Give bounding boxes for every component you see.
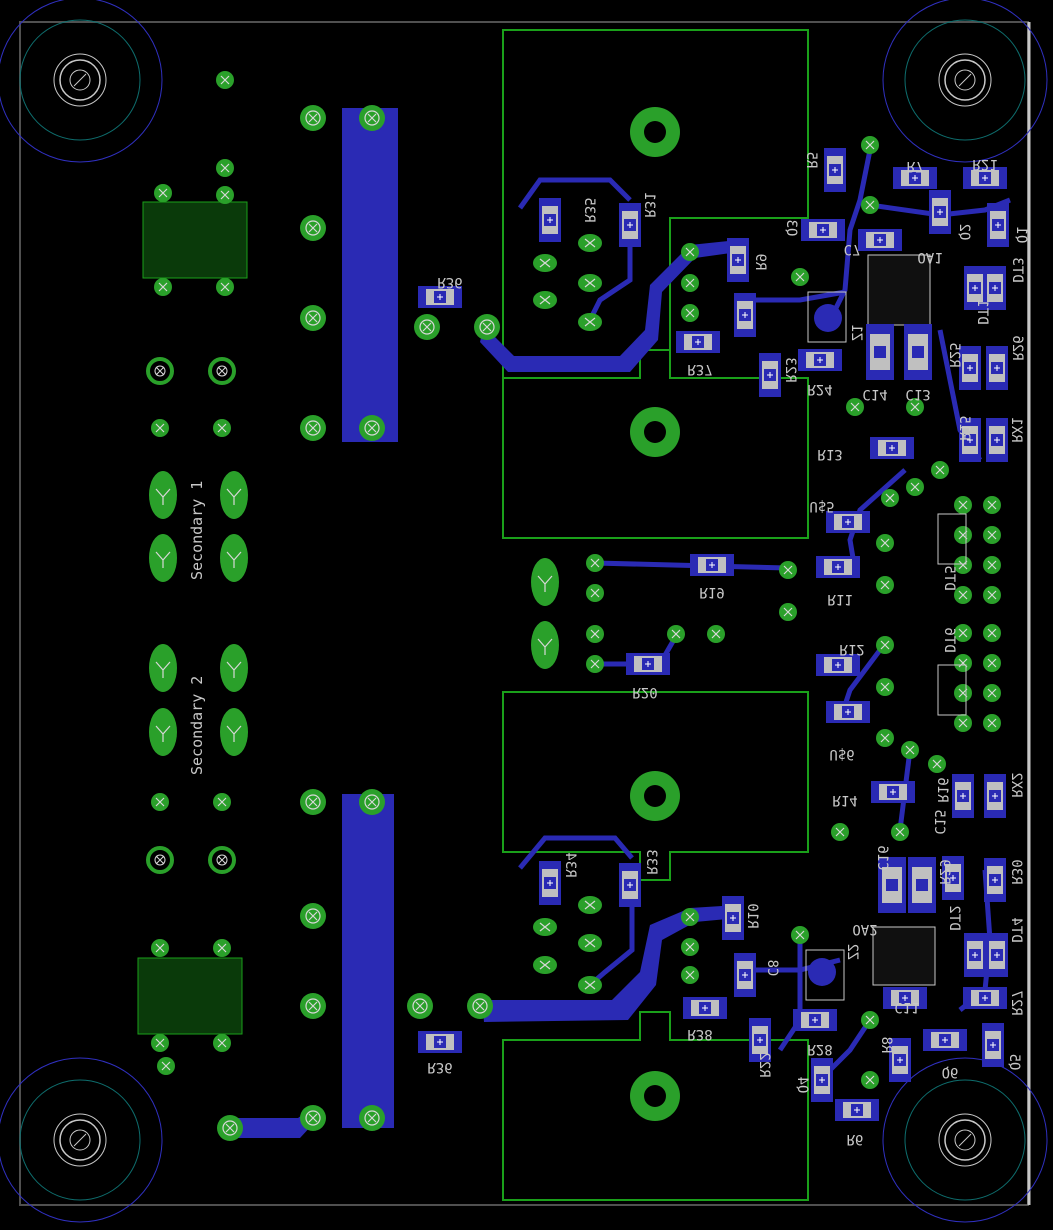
secondary2-label: Secondary 2 xyxy=(188,676,206,775)
part-label-r9: R9 xyxy=(752,254,768,271)
connector-pads xyxy=(148,470,560,757)
part-label-r13: R13 xyxy=(817,446,842,462)
part-label-r22: R22 xyxy=(756,1052,772,1077)
part-label-r14: R14 xyxy=(832,792,857,808)
part-label-dt6: DT6 xyxy=(941,627,957,652)
part-label-z2: Z2 xyxy=(844,944,860,961)
part-label-dt4: DT4 xyxy=(1008,917,1024,942)
part-label-z1: Z1 xyxy=(848,325,864,342)
mount-hole-top-left xyxy=(0,0,163,163)
part-label-dt1: DT1 xyxy=(974,299,990,324)
part-label-r10: R10 xyxy=(744,903,760,928)
transformer-footprints xyxy=(137,201,248,1035)
part-label-c7: C7 xyxy=(844,241,861,257)
part-label-r15: R15 xyxy=(956,415,972,440)
part-label-r37: R37 xyxy=(687,361,712,377)
part-label-r12: R12 xyxy=(839,641,864,657)
part-label-dt3: DT3 xyxy=(1009,257,1025,282)
part-label-us5: U$5 xyxy=(809,498,834,514)
part-label-r29: R29 xyxy=(936,859,952,884)
part-label-r36a: R36 xyxy=(437,274,462,290)
part-label-dt5: DT5 xyxy=(941,565,957,590)
part-label-r8: R8 xyxy=(878,1037,894,1054)
part-label-rx1: RX1 xyxy=(1008,417,1024,442)
connector-labels: Secondary 1 Secondary 2 xyxy=(188,481,206,775)
part-label-q2: Q2 xyxy=(956,224,972,241)
part-label-us6: U$6 xyxy=(829,746,854,762)
part-label-oa2: OA2 xyxy=(852,921,877,937)
part-label-c13: C13 xyxy=(905,386,930,402)
part-label-r33: R33 xyxy=(643,849,659,874)
part-label-oa1: OA1 xyxy=(917,249,942,265)
part-label-r21: R21 xyxy=(972,156,997,172)
secondary1-label: Secondary 1 xyxy=(188,481,206,580)
mount-hole-top-right xyxy=(882,0,1048,163)
part-label-r20: R20 xyxy=(632,684,657,700)
part-label-rx2: RX2 xyxy=(1008,772,1024,797)
part-label-r23: R23 xyxy=(782,357,798,382)
part-label-r16: R16 xyxy=(934,777,950,802)
part-label-c8: C8 xyxy=(764,960,780,977)
mount-hole-bottom-right xyxy=(882,1057,1048,1223)
part-label-r27: R27 xyxy=(1008,990,1024,1015)
part-label-r35: R35 xyxy=(581,197,597,222)
part-label-r25: R25 xyxy=(946,342,962,367)
part-label-r5: R5 xyxy=(803,152,819,169)
part-label-q4: Q4 xyxy=(794,1077,810,1094)
part-label-r24: R24 xyxy=(807,381,832,397)
part-label-c16: C16 xyxy=(874,845,890,870)
part-label-r19: R19 xyxy=(699,584,724,600)
part-label-r7: R7 xyxy=(907,158,924,174)
part-label-r36b: R36 xyxy=(427,1059,452,1075)
mount-hole-bottom-left xyxy=(0,1057,163,1223)
part-label-c15: C15 xyxy=(931,809,947,834)
part-label-r30: R30 xyxy=(1008,859,1024,884)
part-label-q6: Q6 xyxy=(942,1064,959,1080)
part-label-r11: R11 xyxy=(827,591,852,607)
part-label-q3: Q3 xyxy=(783,220,799,237)
part-label-r34: R34 xyxy=(562,852,578,877)
part-label-r26: R26 xyxy=(1009,335,1025,360)
smd-components xyxy=(417,147,1010,1122)
heatsink-outlines xyxy=(502,29,809,1201)
part-label-r6: R6 xyxy=(847,1131,864,1147)
part-label-c14: C14 xyxy=(862,386,887,402)
part-label-q5: Q5 xyxy=(1006,1054,1022,1071)
part-label-q1: Q1 xyxy=(1013,227,1029,244)
diode-pads xyxy=(937,495,1002,733)
part-label-dt2: DT2 xyxy=(946,905,962,930)
part-label-r38: R38 xyxy=(687,1026,712,1042)
copper-traces xyxy=(230,108,738,1138)
heatsink-holes xyxy=(630,107,680,1121)
part-label-r31: R31 xyxy=(641,192,657,217)
part-label-c11: C11 xyxy=(894,999,919,1015)
part-label-r28: R28 xyxy=(807,1041,832,1057)
